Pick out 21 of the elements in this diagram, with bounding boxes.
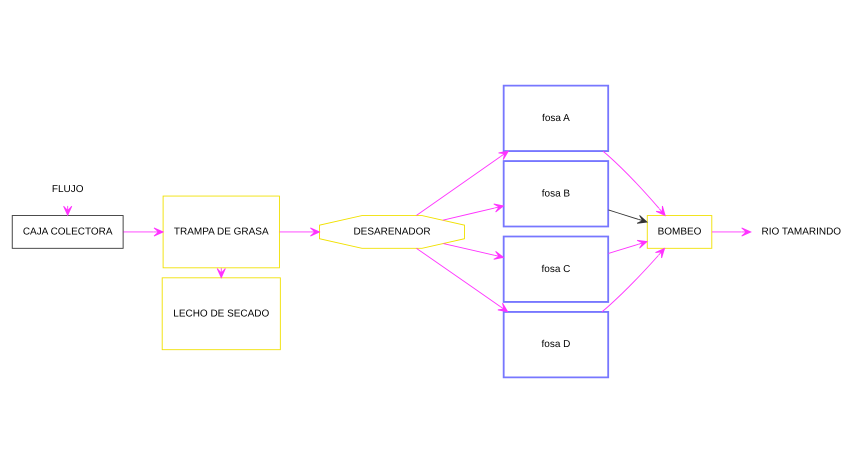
arrow <box>442 204 504 221</box>
arrow <box>216 268 226 278</box>
arrow <box>442 243 504 260</box>
arrow <box>712 227 752 236</box>
node-box: CAJA COLECTORA <box>12 215 124 249</box>
node-box: fosa B <box>502 160 610 228</box>
node-box: fosa D <box>502 311 610 378</box>
arrow <box>608 210 648 224</box>
node-box: BOMBEO <box>646 215 712 249</box>
node-text: RIO TAMARINDO <box>762 226 842 238</box>
node-box: fosa A <box>502 84 610 152</box>
arrow <box>279 227 320 236</box>
arrow <box>602 150 666 216</box>
arrow <box>608 240 648 254</box>
arrow <box>416 248 508 312</box>
arrow <box>602 248 665 312</box>
arrow <box>122 227 164 236</box>
node-box: LECHO DE SECADO <box>162 277 281 350</box>
arrow <box>416 150 509 216</box>
node-box: fosa C <box>502 236 610 303</box>
node-text: FLUJO <box>52 184 84 195</box>
